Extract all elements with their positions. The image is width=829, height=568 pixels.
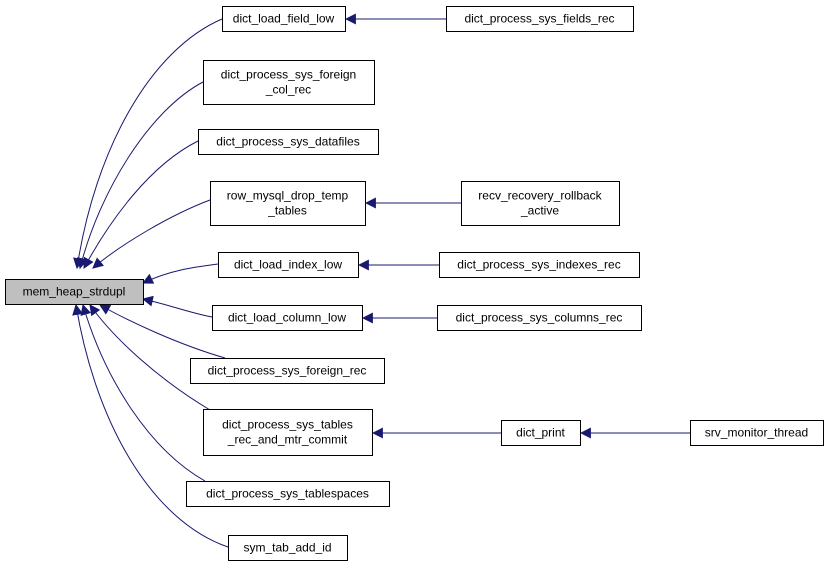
node-row_mysql_drop_temp_tables[interactable]: row_mysql_drop_temp_tables xyxy=(210,181,366,226)
edge-sym_tab_add_id-to-mem_heap_strdupl xyxy=(72,303,229,548)
node-label: _col_rec xyxy=(265,83,311,97)
node-dict_load_field_low[interactable]: dict_load_field_low xyxy=(222,6,346,32)
node-label: dict_process_sys_indexes_rec xyxy=(457,258,620,272)
node-box xyxy=(222,6,346,32)
edge-dict_process_sys_datafiles-to-mem_heap_strdupl xyxy=(83,140,199,269)
nodes-layer: mem_heap_strdupl dict_load_field_low dict_… xyxy=(5,6,824,561)
node-box xyxy=(501,420,581,446)
edge-dict_process_sys_foreign_col_rec-to-mem_heap_strdupl xyxy=(77,81,204,270)
edges-layer xyxy=(72,13,690,548)
node-recv_recovery_rollback_active[interactable]: recv_recovery_rollback_active xyxy=(461,181,620,226)
node-label: dict_process_sys_foreign_rec xyxy=(208,364,367,378)
node-dict_process_sys_foreign_col_rec[interactable]: dict_process_sys_foreign_col_rec xyxy=(203,60,375,105)
node-box xyxy=(446,6,634,32)
node-label: dict_load_column_low xyxy=(228,311,346,325)
node-label: dict_process_sys_datafiles xyxy=(216,135,359,149)
edge-dict_process_sys_foreign_rec-to-mem_heap_strdupl xyxy=(99,304,226,359)
node-dict_print[interactable]: dict_print xyxy=(501,420,581,446)
node-box xyxy=(439,252,640,278)
edge-dict_load_field_low-to-mem_heap_strdupl xyxy=(73,18,223,270)
node-label: srv_monitor_thread xyxy=(705,426,808,440)
node-box xyxy=(461,181,620,226)
node-label: _rec_and_mtr_commit xyxy=(227,433,348,447)
node-label: dict_process_sys_tablespaces xyxy=(206,487,369,501)
node-box xyxy=(186,481,390,507)
node-label: _active xyxy=(520,204,559,218)
node-box xyxy=(437,305,642,331)
node-srv_monitor_thread[interactable]: srv_monitor_thread xyxy=(690,420,824,446)
node-label: dict_load_index_low xyxy=(234,258,342,272)
node-label: dict_load_field_low xyxy=(233,12,335,26)
node-label: dict_process_sys_foreign xyxy=(221,68,356,82)
node-label: sym_tab_add_id xyxy=(243,541,331,555)
node-sym_tab_add_id[interactable]: sym_tab_add_id xyxy=(228,535,348,561)
edge-dict_load_column_low-to-mem_heap_strdupl xyxy=(141,295,213,318)
node-dict_process_sys_tables_rec_and_mtr_commit[interactable]: dict_process_sys_tables_rec_and_mtr_comm… xyxy=(203,409,373,456)
node-label: mem_heap_strdupl xyxy=(23,285,126,299)
node-box xyxy=(690,420,824,446)
node-dict_process_sys_tablespaces[interactable]: dict_process_sys_tablespaces xyxy=(186,481,390,507)
node-box xyxy=(190,358,385,384)
node-label: dict_print xyxy=(516,426,565,440)
node-label: dict_process_sys_tables xyxy=(222,418,353,432)
edge-dict_load_index_low-to-mem_heap_strdupl xyxy=(142,263,219,284)
node-box xyxy=(203,60,375,105)
edge-row_mysql_drop_temp_tables-to-mem_heap_strdupl xyxy=(92,199,211,269)
node-label: row_mysql_drop_temp xyxy=(227,189,349,203)
node-box xyxy=(5,279,144,305)
node-label: dict_process_sys_fields_rec xyxy=(464,12,614,26)
node-dict_process_sys_datafiles[interactable]: dict_process_sys_datafiles xyxy=(198,129,379,155)
node-box xyxy=(198,129,379,155)
node-dict_load_index_low[interactable]: dict_load_index_low xyxy=(218,252,359,278)
node-dict_process_sys_foreign_rec[interactable]: dict_process_sys_foreign_rec xyxy=(190,358,385,384)
node-box xyxy=(218,252,359,278)
node-dict_process_sys_columns_rec[interactable]: dict_process_sys_columns_rec xyxy=(437,305,642,331)
node-mem_heap_strdupl[interactable]: mem_heap_strdupl xyxy=(5,279,144,305)
node-dict_process_sys_fields_rec[interactable]: dict_process_sys_fields_rec xyxy=(446,6,634,32)
node-box xyxy=(228,535,348,561)
node-label: _tables xyxy=(267,204,307,218)
edge-dict_process_sys_tables_rec_and_mtr_commit-to-mem_heap_strdupl xyxy=(89,304,211,411)
node-box xyxy=(212,305,363,331)
node-box xyxy=(203,409,373,456)
edge-dict_process_sys_tablespaces-to-mem_heap_strdupl xyxy=(80,303,206,482)
node-dict_process_sys_indexes_rec[interactable]: dict_process_sys_indexes_rec xyxy=(439,252,640,278)
node-box xyxy=(210,181,366,226)
node-label: recv_recovery_rollback xyxy=(478,189,602,203)
node-label: dict_process_sys_columns_rec xyxy=(456,311,623,325)
node-dict_load_column_low[interactable]: dict_load_column_low xyxy=(212,305,363,331)
